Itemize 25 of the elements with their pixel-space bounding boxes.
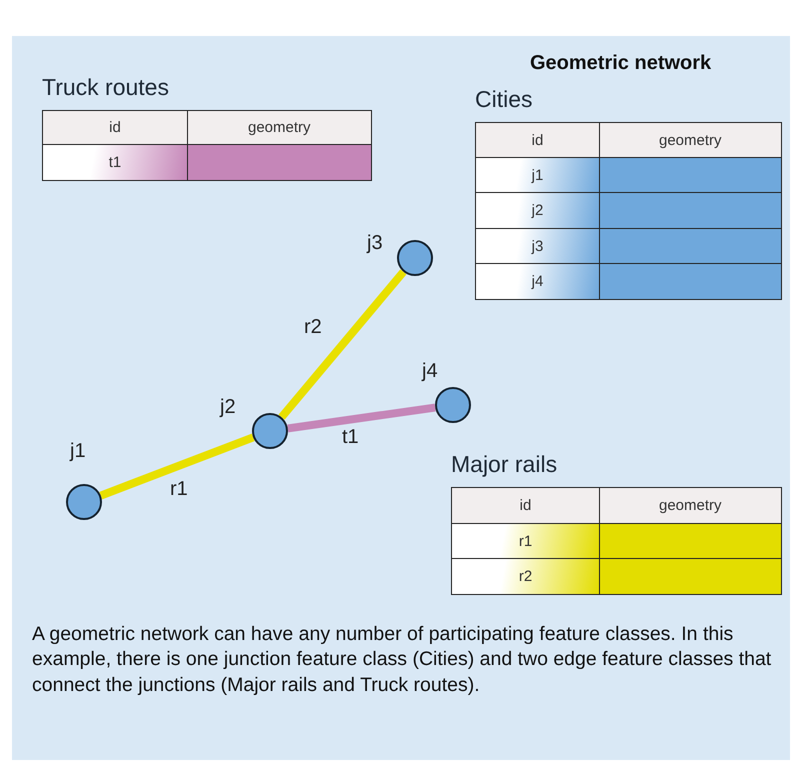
table-cell: t1	[42, 144, 188, 180]
table-title: Truck routes	[42, 74, 169, 101]
junction-label: j2	[220, 396, 236, 419]
edge-line	[287, 404, 436, 432]
junction-label: j1	[70, 440, 86, 463]
table-title: Major rails	[451, 451, 558, 478]
edge-line	[278, 269, 406, 420]
edge-line	[99, 434, 255, 500]
table-title: Cities	[475, 86, 533, 113]
junction-label: j4	[422, 360, 438, 383]
junction-label: j3	[367, 232, 383, 255]
header-cell: geometry	[186, 110, 372, 145]
table-cell: j2	[475, 192, 600, 229]
table-cell: r1	[451, 522, 600, 560]
header-cell: id	[42, 110, 188, 145]
table-cell: j1	[475, 156, 600, 194]
header-cell: id	[451, 487, 600, 524]
table-cell: r2	[451, 558, 600, 595]
table-cell: j4	[475, 263, 600, 300]
header-cell: geometry	[598, 122, 782, 158]
header-cell: geometry	[598, 487, 782, 524]
header-cell: id	[475, 122, 600, 158]
caption: A geometric network can have any number of participating feature classes. In this example, there is one junction feature class (Cities) and two edge feature classes that connect the junctions (Major rails and Truck routes).	[32, 622, 772, 698]
diagram-title: Geometric network	[530, 52, 712, 75]
table-cell: j3	[475, 228, 600, 264]
